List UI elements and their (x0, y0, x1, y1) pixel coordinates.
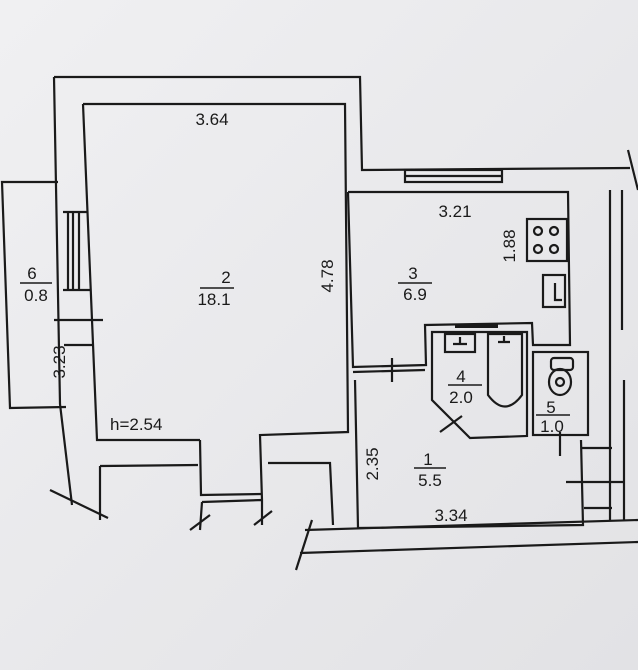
room-2-area: 18.1 (197, 290, 230, 309)
dimension-labels: 3.64 4.78 h=2.54 3.23 3.21 1.88 2.35 3.3… (50, 110, 519, 525)
dim-room2-length: 4.78 (318, 259, 337, 292)
dim-balcony-length: 3.23 (50, 345, 69, 378)
room-3-kitchen (346, 190, 572, 369)
room-1-area: 5.5 (418, 471, 442, 490)
dim-hall-width: 3.34 (434, 506, 467, 525)
bathtub-icon (486, 332, 524, 408)
dim-hall-length: 2.35 (363, 447, 382, 480)
balcony-6 (0, 180, 103, 410)
room-2-number: 2 (221, 268, 230, 287)
washbasin-icon (443, 332, 477, 354)
dim-kitchen-width: 3.21 (438, 202, 471, 221)
room-3-number: 3 (408, 264, 417, 283)
dim-kitchen-length: 1.88 (500, 229, 519, 262)
toilet-icon (547, 356, 575, 397)
kitchen-window (403, 168, 504, 184)
dim-room2-width: 3.64 (195, 110, 228, 129)
room-4-area: 2.0 (449, 388, 473, 407)
room-5-toilet (531, 350, 590, 456)
room-4-number: 4 (456, 367, 465, 386)
room-3-area: 6.9 (403, 285, 427, 304)
room-1-number: 1 (423, 450, 432, 469)
room-2-living (81, 102, 350, 531)
room-6-number: 6 (27, 264, 36, 283)
dim-ceiling-height: h=2.54 (110, 415, 162, 434)
room-6-area: 0.8 (24, 286, 48, 305)
stove-icon (525, 217, 569, 263)
room-labels: 2 18.1 6 0.8 3 6.9 4 2.0 5 1.0 1 5.5 (20, 264, 570, 490)
room-4-bathroom (430, 324, 529, 440)
sink-icon (541, 273, 567, 309)
room-5-area: 1.0 (540, 417, 564, 436)
room-1-hall (352, 358, 625, 530)
room-5-number: 5 (546, 398, 555, 417)
